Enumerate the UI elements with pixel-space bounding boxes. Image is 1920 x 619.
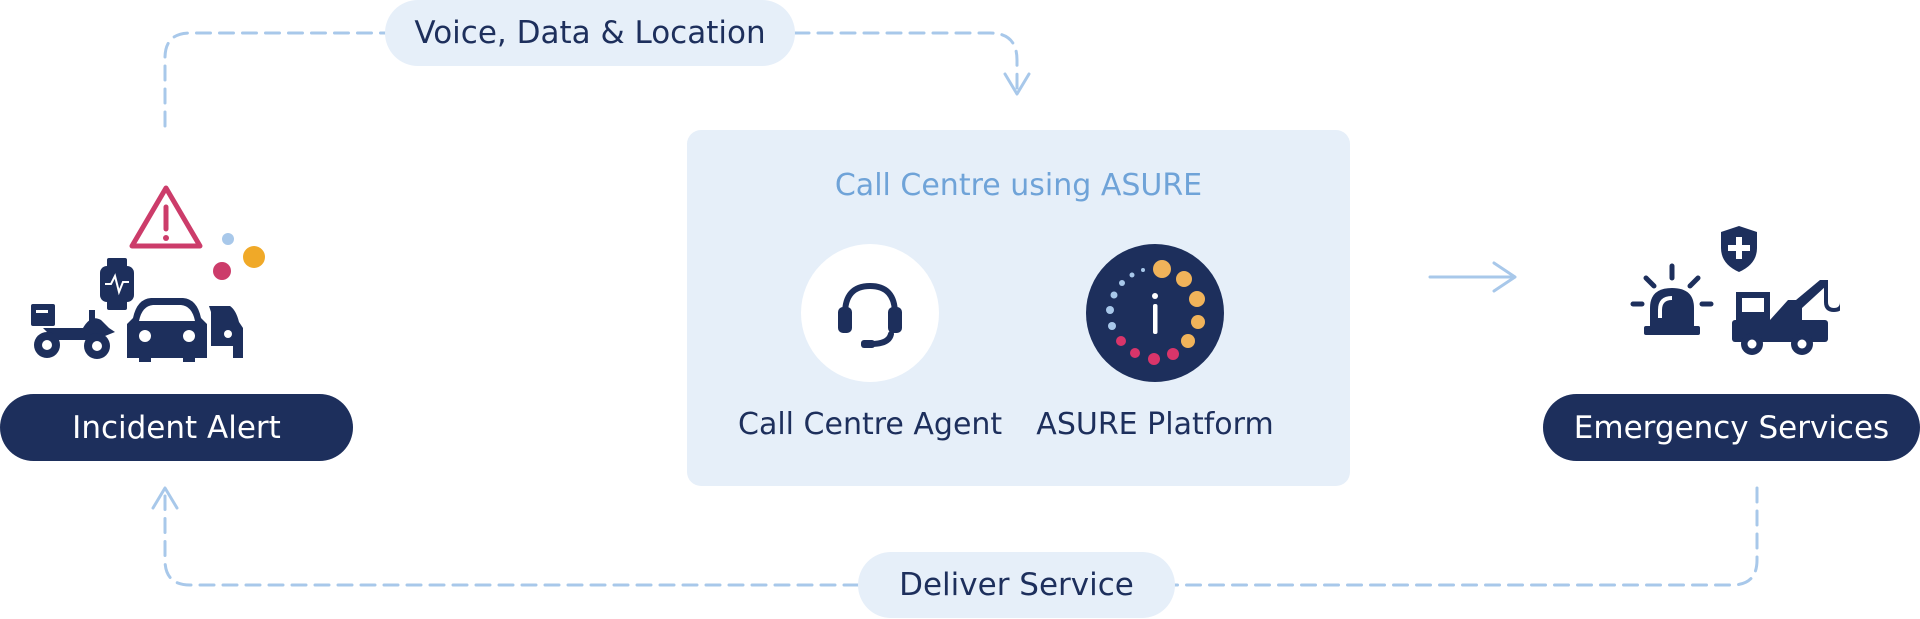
top-connector-left — [163, 31, 387, 128]
top-connector-right — [793, 31, 1019, 90]
call-centre-agent-label: Call Centre Agent — [738, 407, 1003, 442]
medical-shield-icon — [1721, 226, 1757, 272]
smartwatch-icon — [100, 258, 134, 310]
asure-circle — [1086, 244, 1224, 382]
agent-circle — [801, 244, 939, 382]
voice-data-location-label: Voice, Data & Location — [385, 0, 795, 66]
tow-truck-icon — [1732, 280, 1840, 355]
emergency-services-label: Emergency Services — [1543, 394, 1920, 461]
right-arrowhead — [1492, 261, 1517, 293]
asure-platform-label: ASURE Platform — [1036, 407, 1274, 442]
motorcycle-icon — [31, 304, 115, 359]
siren-icon — [1630, 263, 1714, 335]
call-centre-panel: Call Centre using ASURE — [687, 130, 1350, 486]
headset-icon — [838, 282, 902, 348]
bottom-arrowhead — [151, 486, 179, 510]
emergency-icons — [1630, 222, 1840, 357]
incident-alert-label: Incident Alert — [0, 394, 353, 461]
car-icon — [127, 298, 243, 362]
deliver-service-label: Deliver Service — [858, 552, 1175, 618]
warning-icon — [129, 185, 203, 249]
top-arrowhead — [1003, 72, 1031, 96]
bottom-connector-left — [163, 494, 860, 587]
incident-icons — [25, 182, 275, 362]
asure-logo-icon — [1106, 260, 1205, 365]
bottom-connector-right — [1173, 486, 1759, 587]
call-centre-title: Call Centre using ASURE — [834, 168, 1203, 203]
